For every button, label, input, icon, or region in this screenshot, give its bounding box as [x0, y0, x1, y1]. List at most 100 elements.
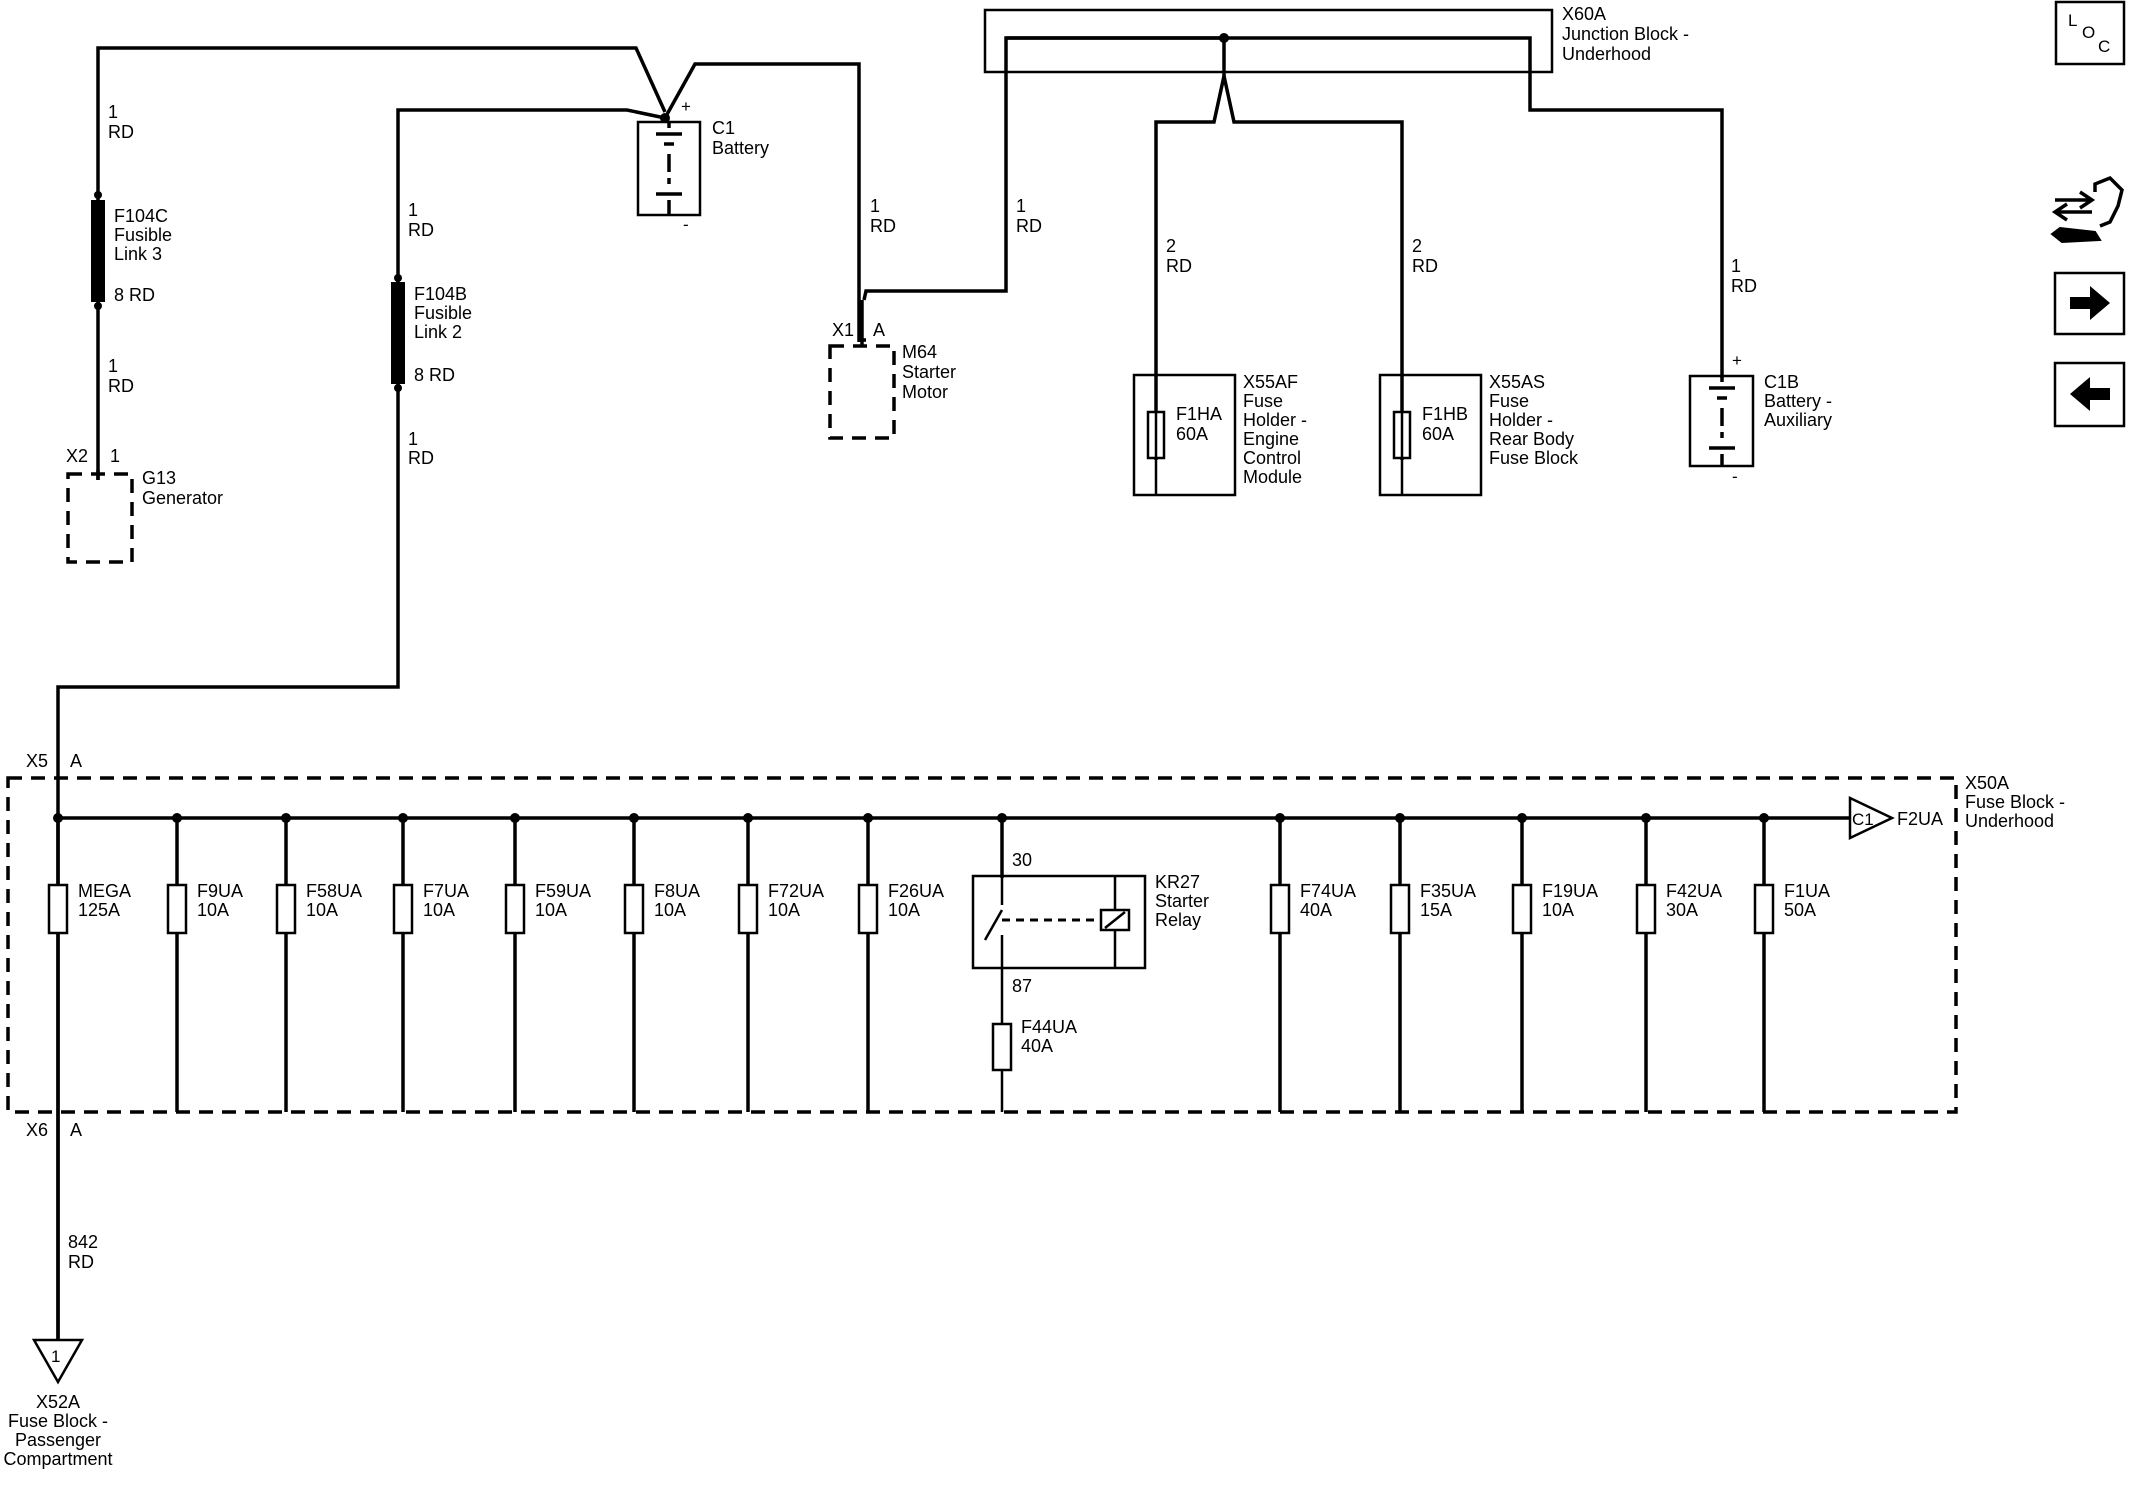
fuse-id: F9UA — [197, 881, 243, 901]
rear-rating: 60A — [1422, 424, 1454, 444]
starter-name-1: Starter — [902, 362, 956, 382]
relay-pin-in: 30 — [1012, 850, 1032, 870]
arrow-left-button[interactable] — [2053, 361, 2126, 428]
rear-name-2: Holder - — [1489, 410, 1553, 430]
fuse-symbol — [504, 883, 526, 935]
passenger-block-output: 842 RD 1 X52A Fuse Block - Passenger Com… — [3, 1232, 112, 1469]
fb-name-1: Fuse Block - — [1965, 792, 2065, 812]
aux-minus: - — [1732, 467, 1738, 486]
rear-name-3: Rear Body — [1489, 429, 1574, 449]
fl3-wire-top-1: 1 — [108, 102, 118, 122]
ecm-wire-2: RD — [1166, 256, 1192, 276]
fuse-symbol — [1635, 883, 1657, 935]
relay-name-2: Relay — [1155, 910, 1201, 930]
connector-icon[interactable] — [2050, 175, 2124, 244]
fuse-id: F74UA — [1300, 881, 1356, 901]
out-wire-2: RD — [68, 1252, 94, 1272]
fuse-id: F1UA — [1784, 881, 1830, 901]
outlet-conn: C1 — [1852, 810, 1874, 829]
rear-wire-1: 2 — [1412, 236, 1422, 256]
passenger-name-1: Fuse Block - — [8, 1411, 108, 1431]
aux-wire-2: RD — [1731, 276, 1757, 296]
aux-name-2: Auxiliary — [1764, 410, 1832, 430]
relay-fuse: F44UA — [1021, 1017, 1077, 1037]
fb-out-pin: A — [70, 1120, 82, 1140]
fuse-id: MEGA — [78, 881, 131, 901]
fuse-holder-ecm: 2 RD F1HA 60A X55AF Fuse Holder - Engine… — [1132, 236, 1307, 497]
battery-c1: + - C1 Battery — [636, 97, 769, 234]
fuse-holder-rear: 2 RD F1HB 60A X55AS Fuse Holder - Rear B… — [1378, 236, 1579, 497]
starter-id: M64 — [902, 342, 937, 362]
fb-id: X50A — [1965, 773, 2009, 793]
fuse-symbol — [275, 883, 297, 935]
generator-conn: X2 — [66, 446, 88, 466]
fuse-id: F8UA — [654, 881, 700, 901]
fuse-symbol — [166, 883, 188, 935]
fuse-rating: 30A — [1666, 900, 1698, 920]
fl3-id: F104C — [114, 206, 168, 226]
fuse-rating: 10A — [768, 900, 800, 920]
junction-name-2: Underhood — [1562, 44, 1651, 64]
fl3-gauge: 8 RD — [114, 285, 155, 305]
passenger-name-3: Compartment — [3, 1449, 112, 1469]
starter-wire-a-1: 1 — [870, 196, 880, 216]
battery-conn: C1 — [712, 118, 735, 138]
fuse-rating: 10A — [535, 900, 567, 920]
fl2-wire-top-2: RD — [408, 220, 434, 240]
ecm-name-1: Fuse — [1243, 391, 1283, 411]
generator-name: Generator — [142, 488, 223, 508]
junction-name-1: Junction Block - — [1562, 24, 1689, 44]
relay-name-1: Starter — [1155, 891, 1209, 911]
aux-name-1: Battery - — [1764, 391, 1832, 411]
loc-letter-c: C — [2098, 37, 2110, 56]
loc-button[interactable]: L O C — [2054, 0, 2126, 66]
fuse-id: F7UA — [423, 881, 469, 901]
battery-minus: - — [683, 215, 689, 234]
fl3-name-1: Fusible — [114, 225, 172, 245]
wire-starter-motor — [663, 62, 861, 342]
rear-name-1: Fuse — [1489, 391, 1529, 411]
loc-letter-o: O — [2082, 23, 2095, 42]
generator-id: G13 — [142, 468, 176, 488]
fb-name-2: Underhood — [1965, 811, 2054, 831]
rear-name-4: Fuse Block — [1489, 448, 1579, 468]
fuse-rating: 40A — [1300, 900, 1332, 920]
starter-wire-b-1: 1 — [1016, 196, 1026, 216]
fuse-rating: 15A — [1420, 900, 1452, 920]
out-wire-1: 842 — [68, 1232, 98, 1252]
fuse-id: F26UA — [888, 881, 944, 901]
ecm-name-4: Control — [1243, 448, 1301, 468]
fuse-symbol — [1269, 883, 1291, 935]
starter-pin: A — [873, 320, 885, 340]
passenger-conn: 1 — [51, 1347, 60, 1366]
fuse-symbol — [1753, 883, 1775, 935]
arrow-right-button[interactable] — [2053, 271, 2126, 336]
fl2-id: F104B — [414, 284, 467, 304]
relay-fuse-rating: 40A — [1021, 1036, 1053, 1056]
fl2-wire-bot-2: RD — [408, 448, 434, 468]
fuse-symbol — [47, 883, 69, 935]
wire-fusible-link-2 — [396, 108, 666, 385]
aux-wire-1: 1 — [1731, 256, 1741, 276]
passenger-id: X52A — [36, 1392, 80, 1412]
fl2-wire-bot-1: 1 — [408, 429, 418, 449]
fl2-gauge: 8 RD — [414, 365, 455, 385]
fuse-symbol — [857, 883, 879, 935]
fuse-id: F19UA — [1542, 881, 1598, 901]
rear-wire-2: RD — [1412, 256, 1438, 276]
battery-plus: + — [681, 97, 691, 116]
generator-pin: 1 — [110, 446, 120, 466]
fuse-symbol — [737, 883, 759, 935]
fusible-link-3: 1 RD F104C Fusible Link 3 8 RD 1 RD — [91, 102, 172, 396]
fb-out-conn: X6 — [26, 1120, 48, 1140]
fuse-symbol — [1389, 883, 1411, 935]
